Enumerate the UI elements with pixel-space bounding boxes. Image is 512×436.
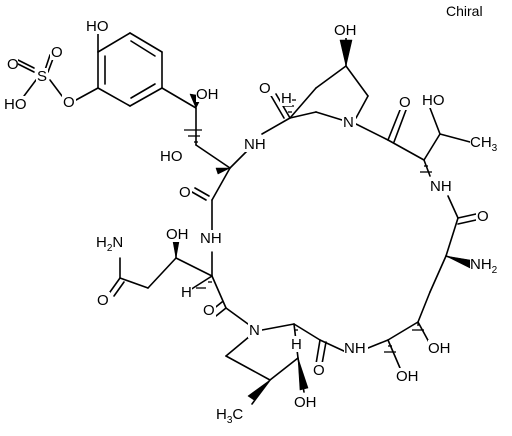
carbonyl-oxygen-bottom-label: O — [313, 362, 325, 379]
ring-hydroxyl-bottom-label: OH — [396, 368, 419, 385]
methyl-label: H3C — [216, 406, 243, 426]
amide-oxygen-label: O — [97, 292, 109, 309]
pyrrolidine-nitrogen-bottom-label: N — [249, 322, 260, 339]
threonine-methyl-label: CH3 — [470, 134, 498, 154]
amide-nh2-label: H2N — [96, 234, 123, 254]
benzylic-hydroxyl-label: OH — [196, 86, 219, 103]
amide-nh-left-label: NH — [200, 230, 222, 247]
amide-nh-bottom-label: NH — [344, 340, 366, 357]
carbonyl-oxygen-top-right-label: O — [399, 94, 411, 111]
sulfonic-hydroxyl-label: HO — [4, 96, 27, 113]
ring-hydroxyl-right-label: OH — [428, 340, 451, 357]
stereo-hydrogen-top-label: H — [281, 90, 292, 107]
bond-layer — [17, 31, 477, 405]
amide-nh-right-label: NH — [430, 178, 452, 195]
carbonyl-oxygen-bottom-left-label: O — [203, 302, 215, 319]
stereo-hydrogen-left-label: H — [181, 284, 192, 301]
carbonyl-oxygen-right-label: O — [477, 208, 489, 225]
ester-oxygen-label: O — [63, 94, 75, 111]
sulfur-label: S — [37, 68, 47, 85]
stereo-wedges — [171, 39, 471, 401]
hydroxyproline-hydroxyl-label: OH — [334, 22, 357, 39]
phenol-hydroxyl-label: HO — [86, 18, 109, 35]
threonine-hydroxyl-label: HO — [422, 92, 445, 109]
sulfonyl-oxygen-top-label: O — [51, 44, 63, 61]
stereo-hydrogen-bottom-label: H — [291, 336, 302, 353]
pyrrolidine-hydroxyl-bottom-label: OH — [294, 394, 317, 411]
side-chain-hydroxyl-label: HO — [160, 148, 183, 165]
chiral-annotation: Chiral — [446, 3, 483, 19]
amide-nh-top-label: NH — [244, 136, 266, 153]
atom-labels: Chiral HO O O S HO O OH HO NH O NH H2N O… — [4, 3, 504, 426]
carbonyl-oxygen-left-label: O — [179, 184, 191, 201]
carbonyl-oxygen-top-label: O — [259, 80, 271, 97]
pyrrolidine-nitrogen-top-label: N — [343, 114, 354, 131]
chain-hydroxyl-label: OH — [166, 226, 189, 243]
sulfonyl-oxygen-left-label: O — [7, 56, 19, 73]
ornithine-amine-label: NH2 — [470, 256, 498, 276]
